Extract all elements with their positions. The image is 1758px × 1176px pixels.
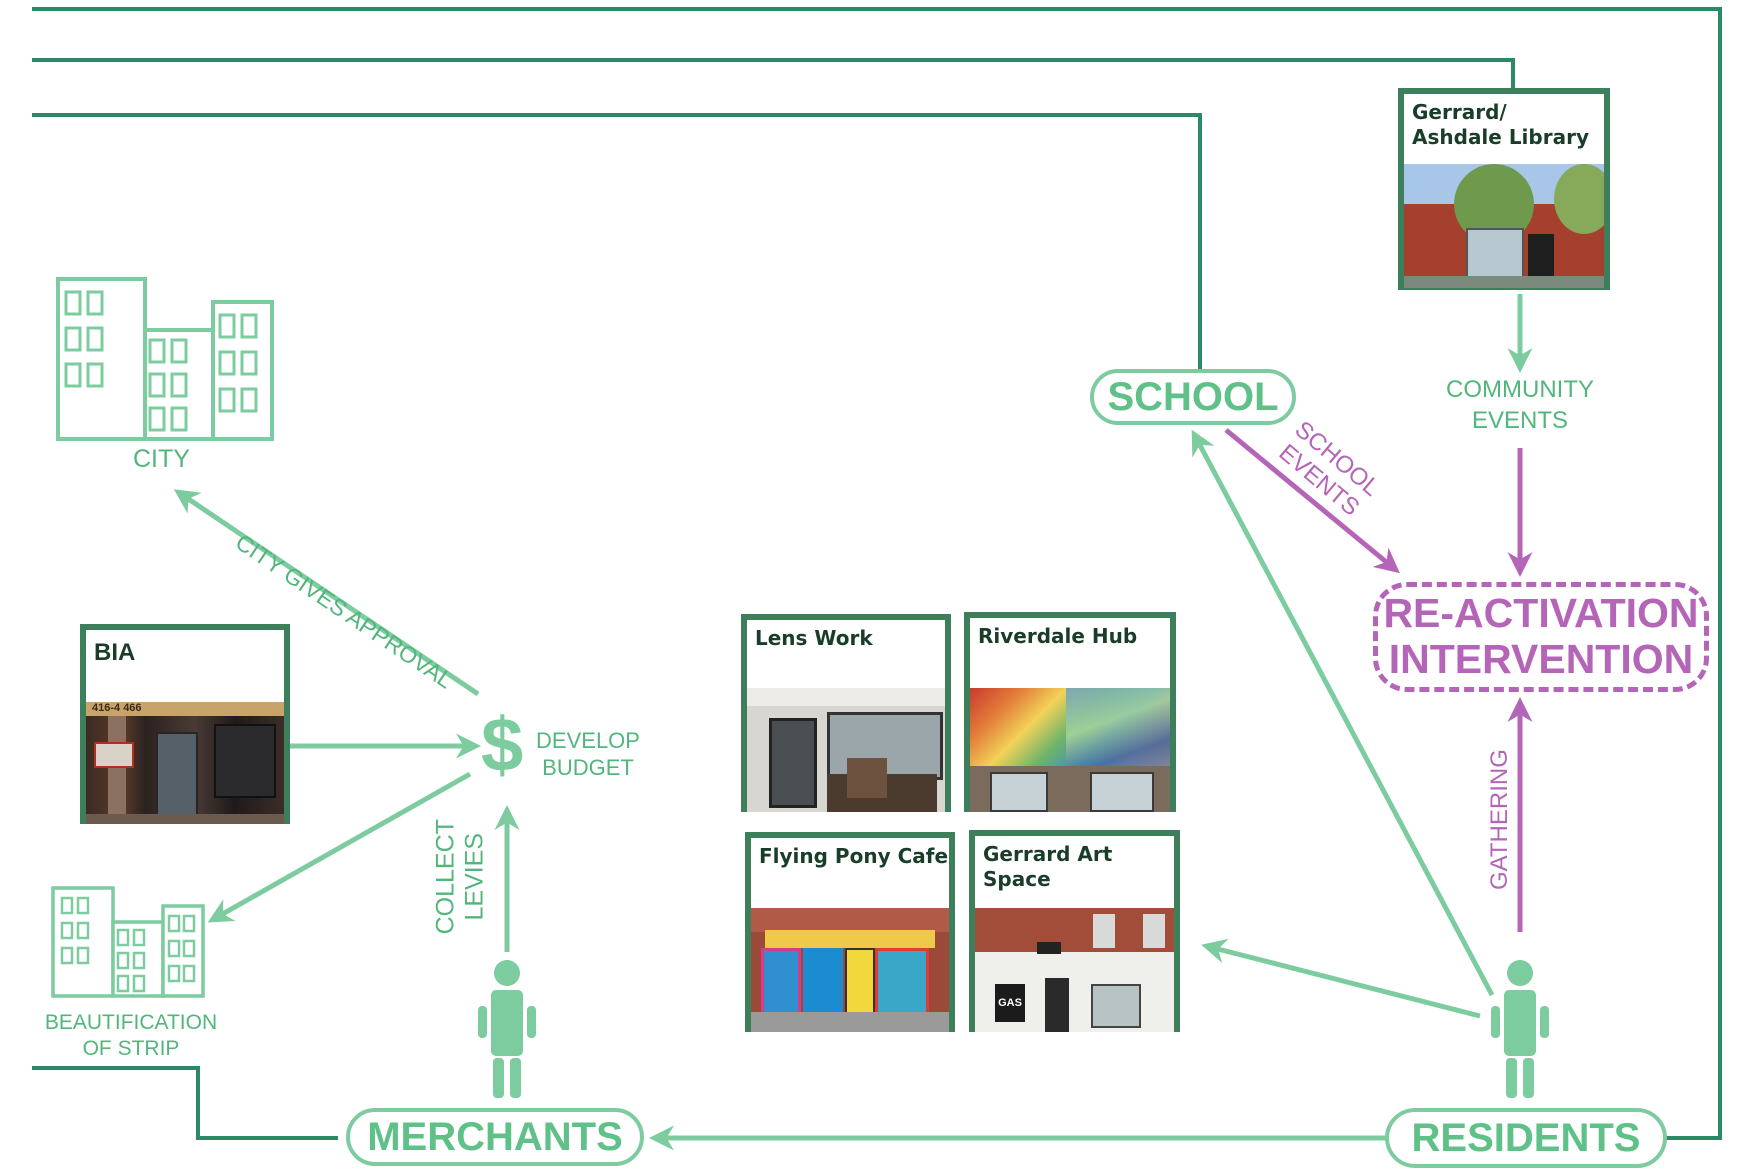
develop-line1: DEVELOP [536,728,640,753]
beautification-line2: OF STRIP [82,1037,180,1061]
flying-pony-card: Flying Pony Cafe [745,832,955,1032]
lens-work-photo [747,688,945,812]
gerrard-art-space-photo: GAS [975,908,1174,1032]
reactivation-intervention-node: RE-ACTIVATION INTERVENTION [1373,582,1709,692]
beautification-line1: BEAUTIFICATION [44,1011,218,1034]
bia-photo-sign: 416-4 466 [86,702,284,716]
develop-line2: BUDGET [542,754,634,780]
arrow-budget-beautification [207,771,472,923]
library-card: Gerrard/ Ashdale Library [1398,88,1610,290]
residents-label: RESIDENTS [1411,1115,1641,1160]
collect-line2: LEVIES [460,832,488,921]
person-icon [1491,960,1549,1098]
reactivation-line2: INTERVENTION [1388,636,1694,682]
gathering-label: GATHERING [1486,749,1513,890]
collect-line1: COLLECT [431,819,460,935]
beautification-label: BEAUTIFICATION OF STRIP [40,1010,222,1063]
arrow-residents-businesses [1201,938,1481,1019]
riverdale-hub-card: Riverdale Hub [964,612,1176,812]
arrow-residents-school [1191,429,1495,997]
bia-title: BIA [94,639,136,666]
lens-work-card: Lens Work [741,614,951,812]
bia-photo: 416-4 466 [86,702,284,824]
community-line2: EVENTS [1471,406,1569,434]
develop-budget-label: DEVELOP BUDGET [533,728,643,782]
arrow-city-approval [173,489,480,697]
gas-sign: GAS [995,984,1025,1022]
merchants-label: MERCHANTS [367,1114,623,1159]
flying-pony-title: Flying Pony Cafe [759,844,949,868]
community-events-label: COMMUNITY EVENTS [1430,375,1610,436]
community-line1: COMMUNITY [1446,376,1594,403]
residents-node: RESIDENTS [1385,1108,1667,1168]
school-node: SCHOOL [1090,369,1296,425]
person-icon [478,960,536,1098]
flying-pony-photo [751,908,949,1032]
reactivation-line1: RE-ACTIVATION [1383,590,1699,637]
arrow-school-events [1224,428,1400,574]
building-icon [56,277,274,441]
riverdale-hub-photo [970,688,1170,812]
dollar-icon: $ [481,703,524,788]
merchants-node: MERCHANTS [346,1108,644,1166]
lens-work-title: Lens Work [755,626,873,650]
city-label: CITY [133,445,190,473]
library-photo [1404,164,1604,288]
collect-levies-label: COLLECT LEVIES [431,817,489,937]
library-title: Gerrard/ Ashdale Library [1412,100,1589,149]
loop-line-library [32,58,1515,92]
bia-card: BIA 416-4 466 [80,624,290,824]
loop-line-residents [32,7,1722,1140]
school-label: SCHOOL [1107,374,1279,419]
loop-line-merchants [32,1066,338,1140]
loop-line-school [32,113,1202,375]
building-icon [51,886,205,998]
riverdale-hub-title: Riverdale Hub [978,624,1138,648]
gerrard-art-space-card: Gerrard Art Space GAS [969,830,1180,1032]
gerrard-art-space-title: Gerrard Art Space [983,842,1113,891]
